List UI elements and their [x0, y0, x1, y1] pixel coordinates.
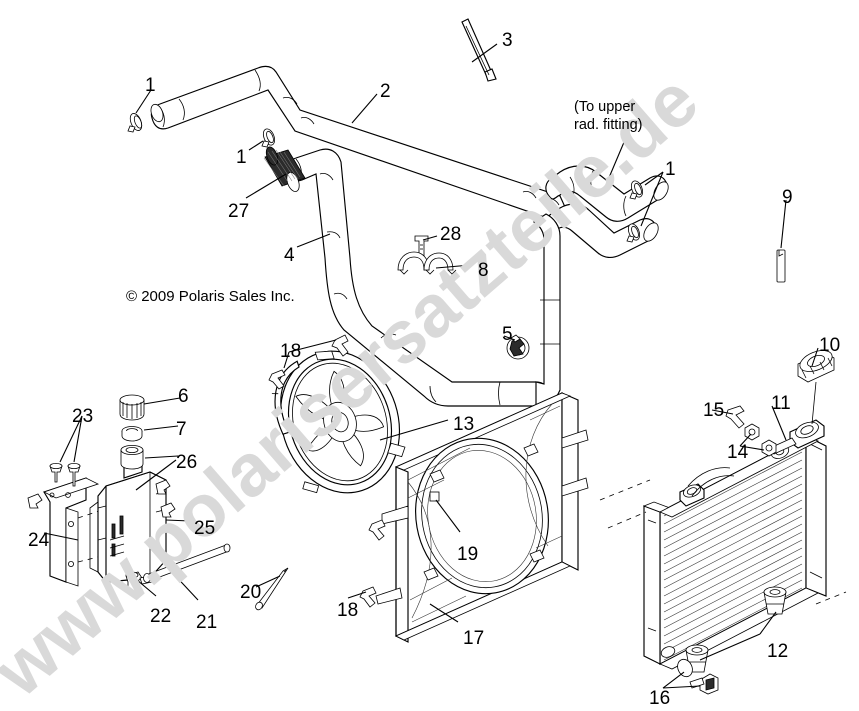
reservoir-clip-c [27, 493, 43, 509]
callout-5-spring-clamp[interactable]: 5 [502, 324, 513, 345]
part-27-hose-protector-sleeve [263, 146, 306, 192]
callout-11-radiator[interactable]: 11 [771, 393, 791, 414]
callout-20-long-bolt[interactable]: 20 [240, 582, 262, 603]
callout-10-radiator-cap[interactable]: 10 [819, 335, 841, 356]
callout-22-drain-fitting[interactable]: 22 [150, 606, 172, 627]
part-24-mounting-bracket [42, 477, 111, 587]
callout-15-screw[interactable]: 15 [703, 400, 725, 421]
part-3-long-rod [461, 18, 497, 82]
part-18-screw-b [268, 369, 286, 390]
part-1-hose-clamp-a [127, 113, 143, 133]
callout-14-nut[interactable]: 14 [727, 442, 749, 463]
callout-1-hose-clamp-b[interactable]: 1 [236, 147, 247, 168]
part-16-drain-plug [677, 658, 719, 695]
callout-12-grommet[interactable]: 12 [767, 641, 789, 662]
part-7-cap-gasket [121, 426, 143, 442]
part-12-grommet-a [763, 586, 787, 615]
construction-lines [599, 479, 847, 605]
callout-25-reservoir[interactable]: 25 [194, 518, 216, 539]
callout-18-screw-b[interactable]: 18 [337, 600, 359, 621]
part-5-spring-clamp [506, 334, 530, 360]
callout-1-hose-clamp-c[interactable]: 1 [665, 159, 676, 180]
callout-28-screw[interactable]: 28 [440, 224, 462, 245]
reservoir-clip-a [155, 479, 171, 495]
callout-1-hose-clamp[interactable]: 1 [145, 75, 156, 96]
part-18-screw-d [359, 586, 377, 608]
part-1-hose-clamp-c [629, 180, 644, 200]
callout-6-reservoir-cap[interactable]: 6 [178, 386, 189, 407]
part-6-reservoir-cap [119, 394, 145, 421]
callout-24-mounting-bracket[interactable]: 24 [28, 530, 50, 551]
part-13-fan-assembly [271, 350, 406, 494]
part-10-radiator-cap [797, 350, 835, 425]
callout-13-fan-assembly[interactable]: 13 [453, 414, 475, 435]
callout-3-long-rod[interactable]: 3 [502, 30, 513, 51]
callout-26-filler-neck[interactable]: 26 [176, 452, 198, 473]
callout-2-upper-hose[interactable]: 2 [380, 81, 391, 102]
part-17-fan-shroud [375, 392, 589, 643]
callout-16-drain-plug[interactable]: 16 [649, 688, 671, 709]
part-14-nut-b [761, 439, 777, 457]
callout-21-reservoir-hose[interactable]: 21 [196, 612, 218, 633]
part-1-hose-clamp-b [261, 128, 276, 148]
part-2-upper-hose [150, 65, 566, 221]
leader-lines [43, 43, 819, 689]
part-23-rivet-a [49, 462, 63, 483]
part-21-reservoir-hose [143, 543, 231, 583]
part-18-screw-c [368, 519, 386, 541]
part-25-coolant-reservoir [89, 455, 167, 583]
part-8-hose-clip [397, 251, 457, 275]
part-20-long-bolt [255, 567, 289, 611]
callout-19-shroud-grommet[interactable]: 19 [457, 544, 479, 565]
callout-27-hose-sleeve[interactable]: 27 [228, 201, 250, 222]
callout-8-hose-clip[interactable]: 8 [478, 260, 489, 281]
part-1-hose-clamp-d [626, 223, 641, 243]
reservoir-clip-b [160, 502, 176, 518]
part-23-rivet-b [67, 462, 81, 487]
part-26-filler-neck [120, 444, 144, 470]
callout-7-gasket[interactable]: 7 [176, 419, 187, 440]
callout-23-rivet[interactable]: 23 [72, 406, 94, 427]
part-15-screw [725, 405, 745, 429]
callout-18-screw-a[interactable]: 18 [280, 341, 302, 362]
callout-17-fan-shroud[interactable]: 17 [463, 628, 485, 649]
part-9-pin [776, 249, 786, 283]
callout-4-lower-hose[interactable]: 4 [284, 245, 295, 266]
callout-9-pin[interactable]: 9 [782, 187, 793, 208]
